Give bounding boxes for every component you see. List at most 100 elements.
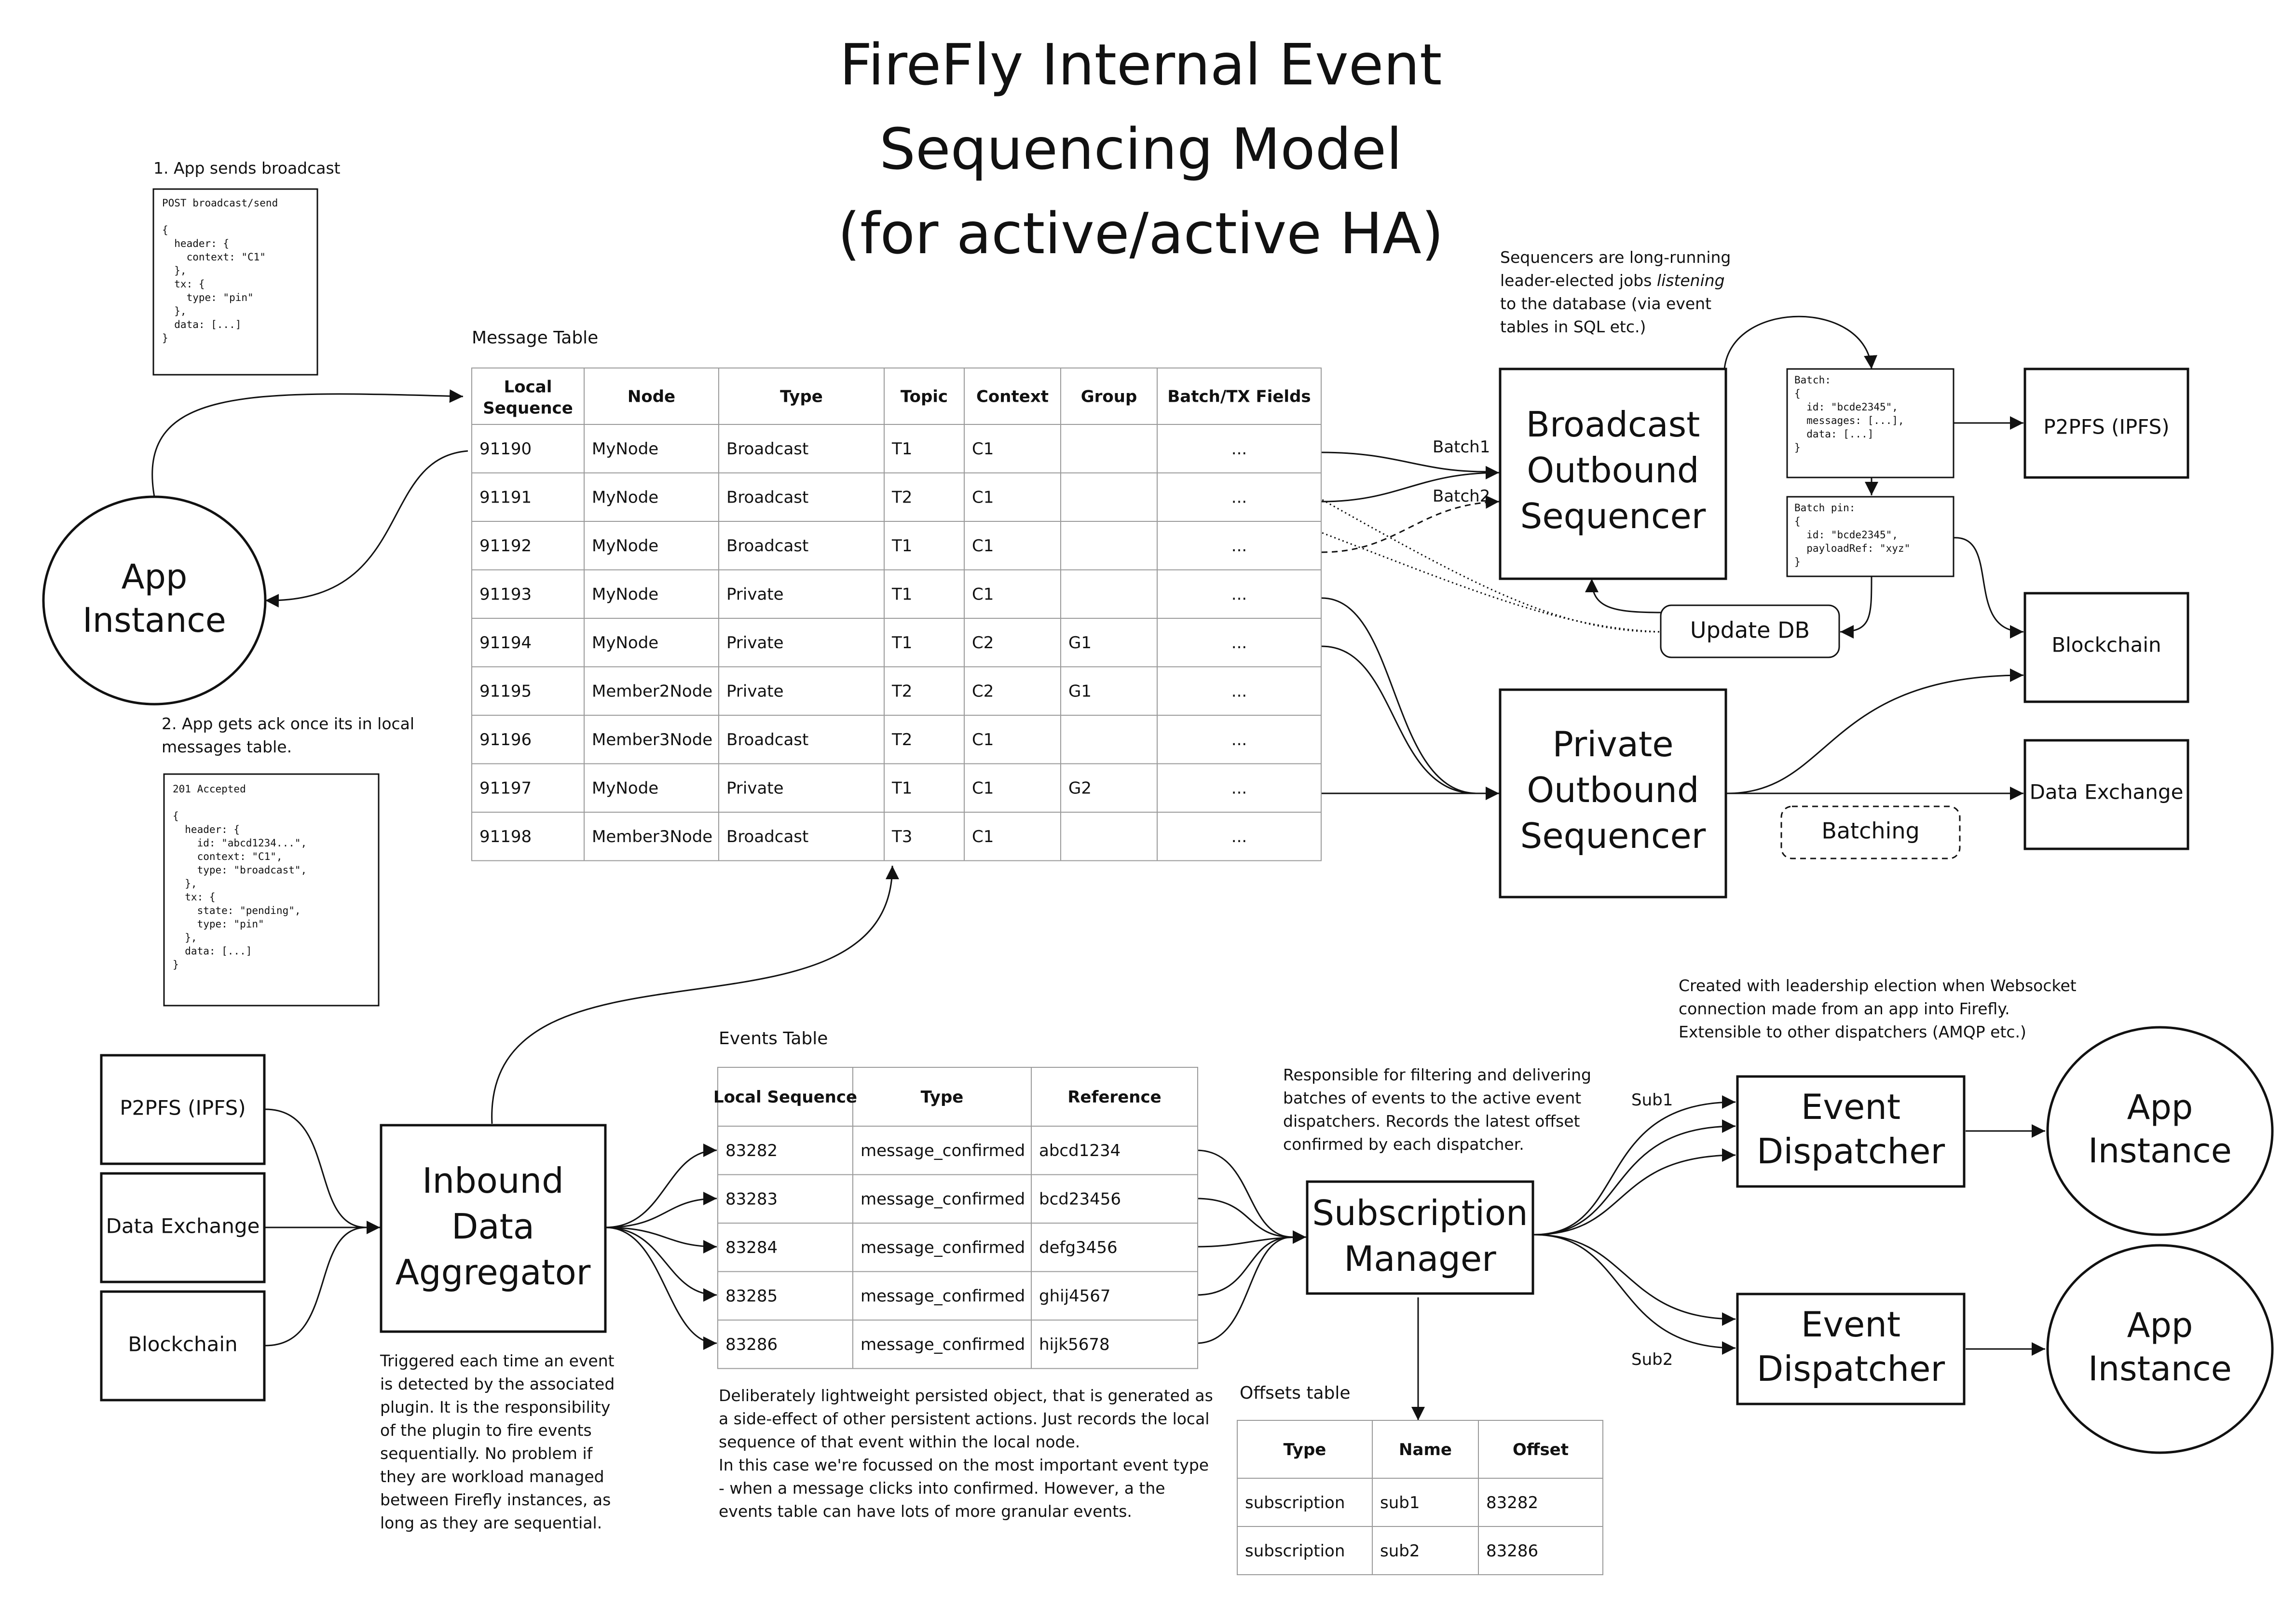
dataexchange-box bbox=[2023, 739, 2189, 850]
table-cell: Member3Node bbox=[592, 730, 712, 749]
code-line: type: "pin" bbox=[173, 918, 264, 930]
table-cell: 91192 bbox=[479, 536, 532, 556]
edge-blockchain-to-aggregator bbox=[265, 1226, 367, 1347]
code-line: } bbox=[162, 332, 168, 344]
table-header-cell: Batch/TX Fields bbox=[1167, 387, 1311, 406]
subscription-manager-box bbox=[1306, 1180, 1534, 1295]
edge-sub1-a bbox=[1533, 1095, 1736, 1236]
edge-aggregator-to-event-83282 bbox=[605, 1144, 717, 1228]
edge-broadcast-to-batch bbox=[1723, 315, 1877, 369]
edge-sub1-c bbox=[1533, 1148, 1736, 1236]
note-line: In this case we're focussed on the most … bbox=[719, 1456, 1209, 1474]
table-cell: T2 bbox=[891, 488, 912, 507]
code-line: context: "C1" bbox=[162, 251, 266, 263]
note-line: between Firefly instances, as bbox=[380, 1490, 611, 1509]
node-label: Data Exchange bbox=[2030, 780, 2184, 804]
node-label: Data bbox=[451, 1206, 534, 1247]
batching-box bbox=[1780, 805, 1961, 859]
code-line: { bbox=[162, 224, 168, 236]
table-cell: 83284 bbox=[725, 1238, 778, 1257]
table-cell: 91193 bbox=[479, 585, 532, 604]
broadcast-outbound-sequencer: Broadcast Outbound Sequencer bbox=[1499, 368, 1727, 580]
edge-row-91194-to-private bbox=[1321, 645, 1476, 794]
app-instance-dispatcher-2: App Instance bbox=[2046, 1244, 2274, 1454]
code-box-batch-pin bbox=[1786, 496, 1954, 577]
note-app-sends-broadcast: 1. App sends broadcast bbox=[153, 159, 341, 177]
table-cell: Broadcast bbox=[726, 536, 808, 556]
table-cell: ... bbox=[1231, 585, 1247, 604]
app-instance-shape bbox=[42, 495, 267, 706]
table-cell: MyNode bbox=[592, 585, 658, 604]
table-cell: hijk5678 bbox=[1039, 1335, 1110, 1354]
edge-row-91190-to-broadcast bbox=[1321, 451, 1486, 473]
code-broadcast-send: POST broadcast/send { header: { context:… bbox=[152, 188, 318, 376]
table-cell: C2 bbox=[972, 633, 994, 653]
table-cell: 83282 bbox=[1486, 1493, 1538, 1512]
code-line: }, bbox=[162, 265, 187, 276]
table-header-cell: Type bbox=[1284, 1440, 1326, 1459]
edge-sub2-b bbox=[1533, 1234, 1736, 1355]
broadcast-sequencer-box bbox=[1499, 368, 1727, 580]
table-cell: T2 bbox=[891, 682, 912, 701]
code-line: POST broadcast/send bbox=[162, 197, 278, 209]
node-label: Outbound bbox=[1527, 450, 1699, 490]
node-label: Blockchain bbox=[128, 1333, 237, 1356]
note-line: events table can have lots of more granu… bbox=[719, 1502, 1132, 1521]
events-table-title: Events Table bbox=[719, 1029, 828, 1049]
table-cell: MyNode bbox=[592, 439, 658, 459]
node-label: Dispatcher bbox=[1757, 1131, 1945, 1171]
event-dispatcher-box bbox=[1736, 1293, 1966, 1405]
code-line: messages: [...], bbox=[1794, 415, 1904, 426]
code-box-batch bbox=[1786, 368, 1954, 478]
note-subscription-manager: Responsible for filtering and delivering… bbox=[1283, 1065, 1591, 1154]
edge-app-to-message-table bbox=[151, 389, 464, 497]
edge-batch1 bbox=[1321, 466, 1500, 503]
table-cell: ... bbox=[1231, 730, 1247, 749]
table-cell: 91191 bbox=[479, 488, 532, 507]
blockchain-box bbox=[100, 1290, 266, 1402]
edge-updatedb-to-row-91191 bbox=[1239, 500, 1660, 633]
table-header-cell: Name bbox=[1399, 1440, 1452, 1459]
edge-event-83282-to-subman bbox=[1196, 1149, 1293, 1238]
code-line: header: { bbox=[173, 824, 240, 835]
table-cell: ... bbox=[1231, 439, 1247, 459]
node-label: Blockchain bbox=[2051, 633, 2161, 657]
edge-ack-to-app bbox=[265, 450, 468, 608]
node-label: Update DB bbox=[1690, 617, 1810, 643]
edge-aggregator-to-message-table bbox=[491, 865, 899, 1124]
blockchain-node-top: Blockchain bbox=[2023, 592, 2189, 703]
table-cell: G1 bbox=[1068, 682, 1092, 701]
code-line: } bbox=[1794, 556, 1801, 568]
node-label: P2PFS (IPFS) bbox=[120, 1096, 246, 1120]
node-label: Event bbox=[1801, 1304, 1900, 1345]
code-box-accepted bbox=[163, 773, 380, 1007]
code-line: state: "pending", bbox=[173, 905, 301, 916]
note-line: sequence of that event within the local … bbox=[719, 1432, 1080, 1451]
edge-aggregator-to-event-83286 bbox=[605, 1226, 717, 1350]
code-line: { bbox=[1794, 388, 1801, 399]
table-header-cell: Reference bbox=[1067, 1088, 1161, 1107]
app-instance-label: Instance bbox=[2088, 1349, 2232, 1389]
table-cell: C1 bbox=[972, 488, 994, 507]
table-cell: Broadcast bbox=[726, 488, 808, 507]
edge-batch2 bbox=[1321, 495, 1500, 553]
update-db-node: Update DB bbox=[1660, 604, 1840, 658]
note-created-dispatchers: Created with leadership election when We… bbox=[1679, 976, 2077, 1041]
note-line: leader-elected jobs listening bbox=[1500, 271, 1725, 290]
code-line: }, bbox=[162, 305, 187, 317]
code-line: data: [...] bbox=[173, 945, 252, 957]
code-line: type: "pin" bbox=[162, 292, 254, 303]
table-cell: C1 bbox=[972, 730, 994, 749]
node-label: Subscription bbox=[1312, 1193, 1528, 1233]
note-line: Extensible to other dispatchers (AMQP et… bbox=[1679, 1022, 2026, 1041]
note-line: Triggered each time an event bbox=[380, 1351, 615, 1370]
table-cell: Member3Node bbox=[592, 827, 712, 846]
table-cell: 91198 bbox=[479, 827, 532, 846]
table-cell: ... bbox=[1231, 536, 1247, 556]
